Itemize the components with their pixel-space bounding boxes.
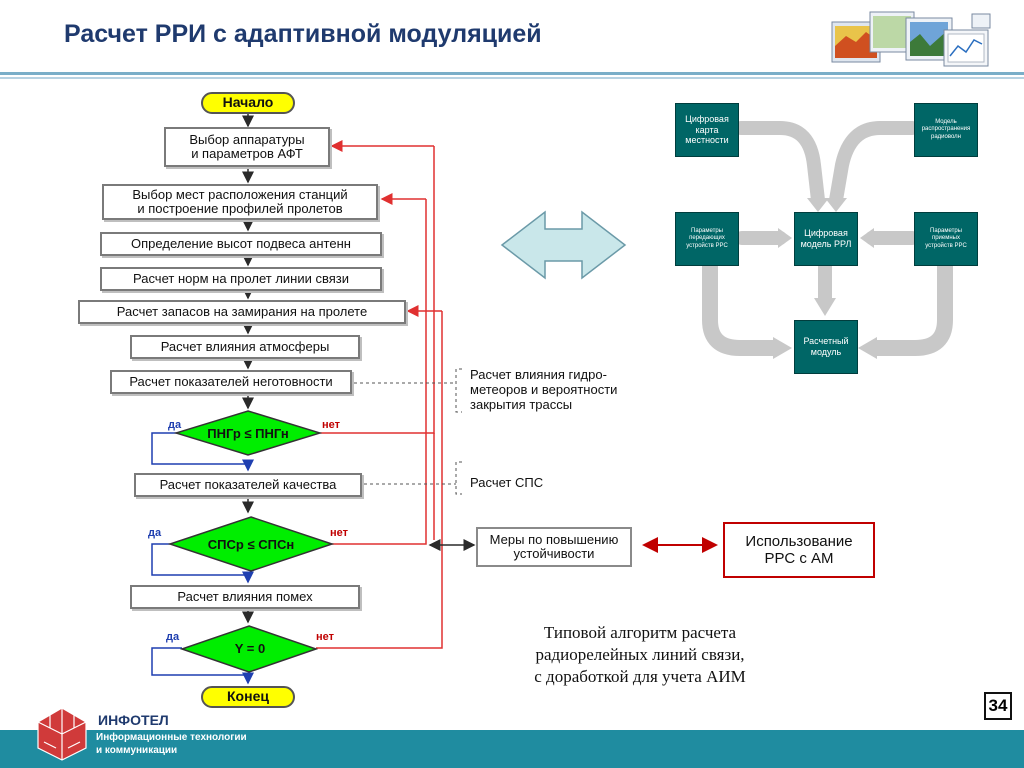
measures-box: Меры по повышению устойчивости xyxy=(476,527,632,567)
decision-y-diamond xyxy=(180,625,318,673)
page-number: 34 xyxy=(984,692,1012,720)
digital-map-box: Цифровая карта местности xyxy=(675,103,739,157)
use-rrs-am-box: Использование РРС с АМ xyxy=(723,522,875,578)
step-unavailability: Расчет показателей неготовности xyxy=(110,370,352,394)
company-name: ИНФОТЕЛ xyxy=(98,712,169,728)
propagation-model-box: Модель распространения радиоволн xyxy=(914,103,978,157)
step-station-sites: Выбор мест расположения станций и постро… xyxy=(102,184,378,220)
step-atmosphere: Расчет влияния атмосферы xyxy=(130,335,360,359)
start-terminal: Начало xyxy=(201,92,295,114)
decision3-no-label: нет xyxy=(316,631,335,643)
calc-module-box: Расчетный модуль xyxy=(794,320,858,374)
decision1-label: ПНГр ≤ ПНГн xyxy=(207,426,289,441)
company-tagline: Информационные технологии и коммуникации xyxy=(96,732,247,756)
note-sps: Расчет СПС xyxy=(470,475,544,490)
end-terminal: Конец xyxy=(201,686,295,708)
screenshots-thumbnail-icon xyxy=(831,11,991,67)
step-equipment-selection: Выбор аппаратуры и параметров АФТ xyxy=(164,127,330,167)
step-interference: Расчет влияния помех xyxy=(130,585,360,609)
double-arrow-icon xyxy=(500,210,627,280)
decision2-label: СПСр ≤ СПСн xyxy=(207,537,295,552)
header-divider xyxy=(0,72,1024,79)
decision3-yes-label: да xyxy=(166,631,180,643)
step-antenna-heights: Определение высот подвеса антенн xyxy=(100,232,382,256)
diagram-caption: Типовой алгоритм расчета радиорелейных л… xyxy=(534,623,746,687)
slide-title: Расчет РРИ с адаптивной модуляцией xyxy=(64,20,542,48)
step-quality: Расчет показателей качества xyxy=(134,473,362,497)
decision1-no-label: нет xyxy=(322,419,341,431)
infotel-logo-icon xyxy=(37,707,87,761)
step-link-norms: Расчет норм на пролет линии связи xyxy=(100,267,382,291)
tx-params-box: Параметры передающих устройств РРС xyxy=(675,212,739,266)
rx-params-box: Параметры приемных устройств РРС xyxy=(914,212,978,266)
decision-sps-diamond xyxy=(168,516,334,572)
digital-model-box: Цифровая модель РРЛ xyxy=(794,212,858,266)
step-fade-margins: Расчет запасов на замирания на пролете xyxy=(78,300,406,324)
decision2-no-label: нет xyxy=(330,527,349,539)
decision-unavailability-diamond xyxy=(174,410,322,456)
decision2-yes-label: да xyxy=(148,527,162,539)
decision3-label: Y = 0 xyxy=(234,641,266,656)
note-hydrometeors: Расчет влияния гидро- метеоров и вероятн… xyxy=(470,367,618,412)
decision1-yes-label: да xyxy=(168,419,182,431)
footer-bar xyxy=(0,730,1024,768)
